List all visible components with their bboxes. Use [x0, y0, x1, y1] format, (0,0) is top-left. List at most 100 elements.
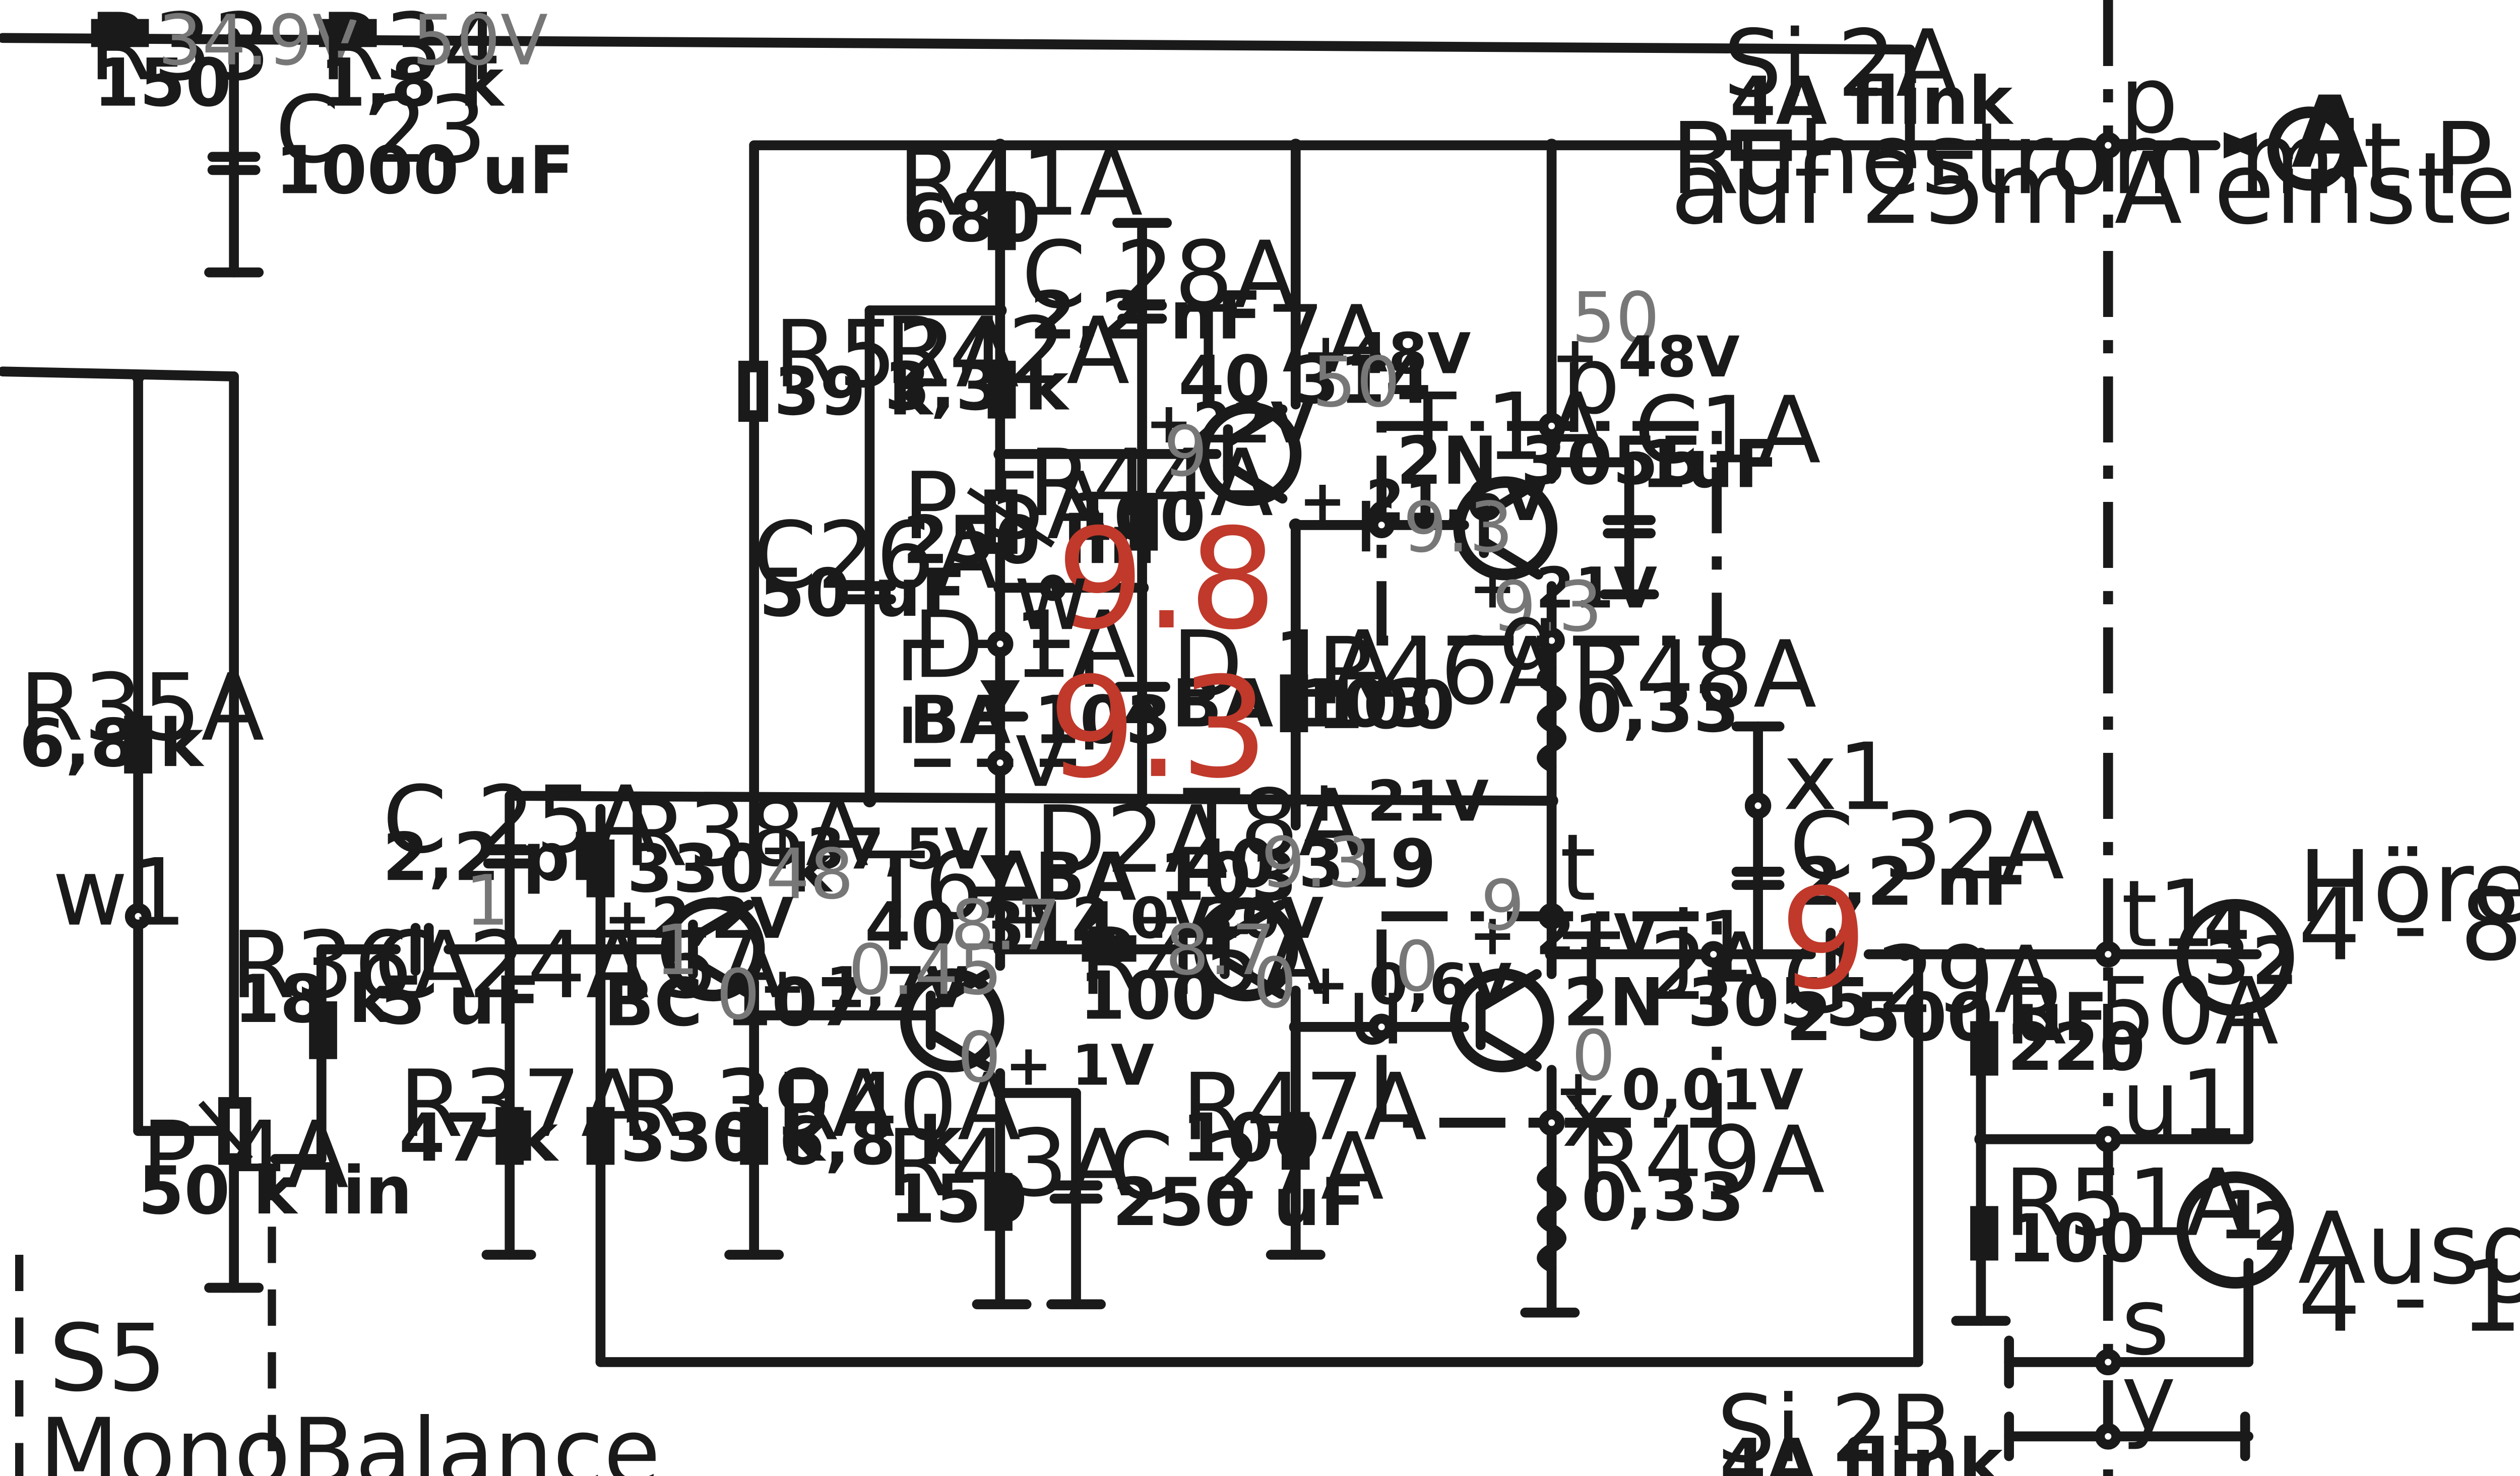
- c27a-value: 250 uF: [1112, 1164, 1365, 1241]
- red-measurement-j1: 9: [1780, 859, 1868, 1020]
- t2a-base-measured: 0: [1395, 927, 1439, 1007]
- si2a-label: Si 2A: [1723, 11, 1959, 118]
- node-labels: p p r q w v t j1 u x x1 w1 t1 u1 s y: [52, 47, 2239, 1452]
- r43a-label: R43A: [886, 1110, 1131, 1217]
- d2a-value: BA 103: [1035, 839, 1297, 916]
- r41a-value: 680: [903, 179, 1041, 256]
- p4a-label: P 4A: [142, 1102, 349, 1209]
- t7a-collector-measured: 50: [1312, 342, 1401, 423]
- node-r: r: [1353, 466, 1392, 573]
- t7a-symbol: [1197, 402, 1302, 506]
- node-x: x: [1561, 1061, 1616, 1168]
- c28a-label: C 28A: [1022, 222, 1296, 329]
- t6a-emitter-measured: 0: [957, 1017, 1001, 1098]
- r49a-body: [1537, 1164, 1566, 1273]
- r45a-body: [1082, 935, 1137, 962]
- c23-label: C 23: [275, 77, 487, 184]
- r35a-label: R35A: [19, 655, 264, 762]
- red-measurement-v: 9.3: [1048, 648, 1269, 809]
- c25a-measured: 1: [465, 861, 510, 941]
- t1a-collector-voltage: + 48V: [1552, 325, 1740, 390]
- t6a-base-measured: 0.45: [848, 930, 1002, 1010]
- hoerer-pin-3: 3: [2204, 923, 2250, 1000]
- t8a-emitter-measured: 0: [1253, 943, 1297, 1024]
- t8a-symbol: [1194, 897, 1298, 1002]
- r37a-value: 47 k: [399, 1099, 559, 1176]
- node-u: u: [1347, 958, 1405, 1066]
- t5a-symbol: [661, 897, 765, 1002]
- r50a-label: R 50A: [2004, 958, 2279, 1066]
- ausgang-value: 4 - 16 Ohm: [2298, 1240, 2520, 1355]
- t7a-base-measured: 9: [1164, 412, 1208, 492]
- r33-value: 150: [94, 44, 232, 121]
- hoerer-pin-2: 2: [2252, 923, 2298, 1000]
- p5a-label: P 5A: [903, 453, 1110, 560]
- node-x1: x1: [1783, 724, 1896, 831]
- node-v: v: [1014, 701, 1068, 808]
- r43a-body: [984, 1173, 1013, 1231]
- ausgang-label: Ausgang A: [2298, 1192, 2520, 1307]
- t1a-symbol: [1453, 476, 1558, 581]
- r48a-label: R48A: [1571, 621, 1816, 729]
- r41a-body: [987, 192, 1016, 250]
- node-q: q: [1499, 584, 1557, 691]
- r51a-value: 100: [2007, 1200, 2146, 1277]
- r39a-value: 330 k: [620, 1099, 827, 1176]
- component-labels: R33 150 34.9V R34 1,8 k 50V C 23 1000 uF…: [19, 0, 2279, 1476]
- si2a-fuse: [1731, 130, 1792, 161]
- d1a-left-symbol: [980, 680, 1020, 714]
- r49a-value: 0,33: [1582, 1159, 1744, 1236]
- r45a-label: R45A: [1080, 909, 1325, 1016]
- t8a-label: T8A: [1183, 770, 1362, 877]
- c24a-value: 5 uF: [379, 962, 540, 1039]
- red-measurement-w: 9.8: [1056, 499, 1277, 660]
- r38a-body: [586, 839, 615, 897]
- t1a-label: T 1A: [1399, 374, 1608, 481]
- t7a-base-voltage: +22V: [1146, 391, 1314, 456]
- t5a-value: BC 107: [604, 964, 863, 1041]
- r36a-label: R36A: [231, 912, 476, 1019]
- r48a-value: 0,33: [1577, 670, 1739, 747]
- output-labels: Hörer A 4 - 800 Ohm Ausgang A 4 - 16 Ohm…: [2204, 830, 2520, 1355]
- r35a-body: [124, 716, 152, 774]
- hoerer-value: 4 - 800 Ohm: [2298, 868, 2520, 983]
- node-y: y: [2121, 1344, 2176, 1452]
- r40a-body: [740, 1107, 769, 1165]
- r46a-label: R46A: [1317, 618, 1562, 726]
- r52a-label: R52A: [774, 301, 1019, 409]
- d1a-right-symbol: [1122, 690, 1162, 724]
- t1a-value: 2N 3055: [1397, 422, 1705, 499]
- ruhestrom-note-line2: auf 25m A einstellen: [1670, 132, 2520, 246]
- t5a-base-voltage: +2,2V: [604, 886, 794, 951]
- balance-label: Balance: [292, 1399, 661, 1476]
- t1a-emitter-voltage: + 21V: [1469, 556, 1657, 621]
- r49a-label: R49A: [1580, 1107, 1824, 1214]
- r39a-label: R 39A: [620, 1051, 895, 1158]
- c27a-label: C 27A: [1109, 1114, 1384, 1221]
- t2a-collector-voltage: + 21V: [1469, 903, 1657, 968]
- c32a-label: C 32A: [1789, 793, 2064, 901]
- c1a-value: 1uF: [1641, 426, 1779, 503]
- node-j1: j1: [1668, 892, 1755, 1000]
- t1a-base-measured: 9.3: [1403, 487, 1514, 568]
- t2a-label: T 2A: [1563, 914, 1772, 1021]
- terminal-nodes: [124, 132, 2121, 1450]
- t2a-emitter-measured: 0: [1571, 1016, 1616, 1097]
- hoerer-label: Hörer A: [2298, 830, 2520, 945]
- d1a-right-label: D 1A: [1172, 612, 1395, 719]
- t7a-emitter-voltage: + 21,6V: [1299, 469, 1547, 534]
- capacitors: [207, 152, 1849, 1204]
- t7a-collector-voltage: +48V: [1302, 322, 1471, 387]
- t6a-collector-measured: 8.7: [951, 885, 1061, 966]
- r37a-body: [495, 1107, 524, 1165]
- r44a-label: R44A: [1028, 430, 1273, 537]
- t1a-collector-measured: 50: [1571, 278, 1660, 358]
- c24a-label: C 24A: [374, 912, 649, 1019]
- t6a-emitter-voltage: + 1V: [1005, 1034, 1154, 1099]
- r38a-label: R38A: [623, 780, 868, 887]
- p4a-wiper: [198, 1101, 253, 1162]
- r41a-label: R41A: [898, 130, 1143, 237]
- r50a-body: [1970, 1021, 1998, 1076]
- node-w: w: [1014, 544, 1089, 651]
